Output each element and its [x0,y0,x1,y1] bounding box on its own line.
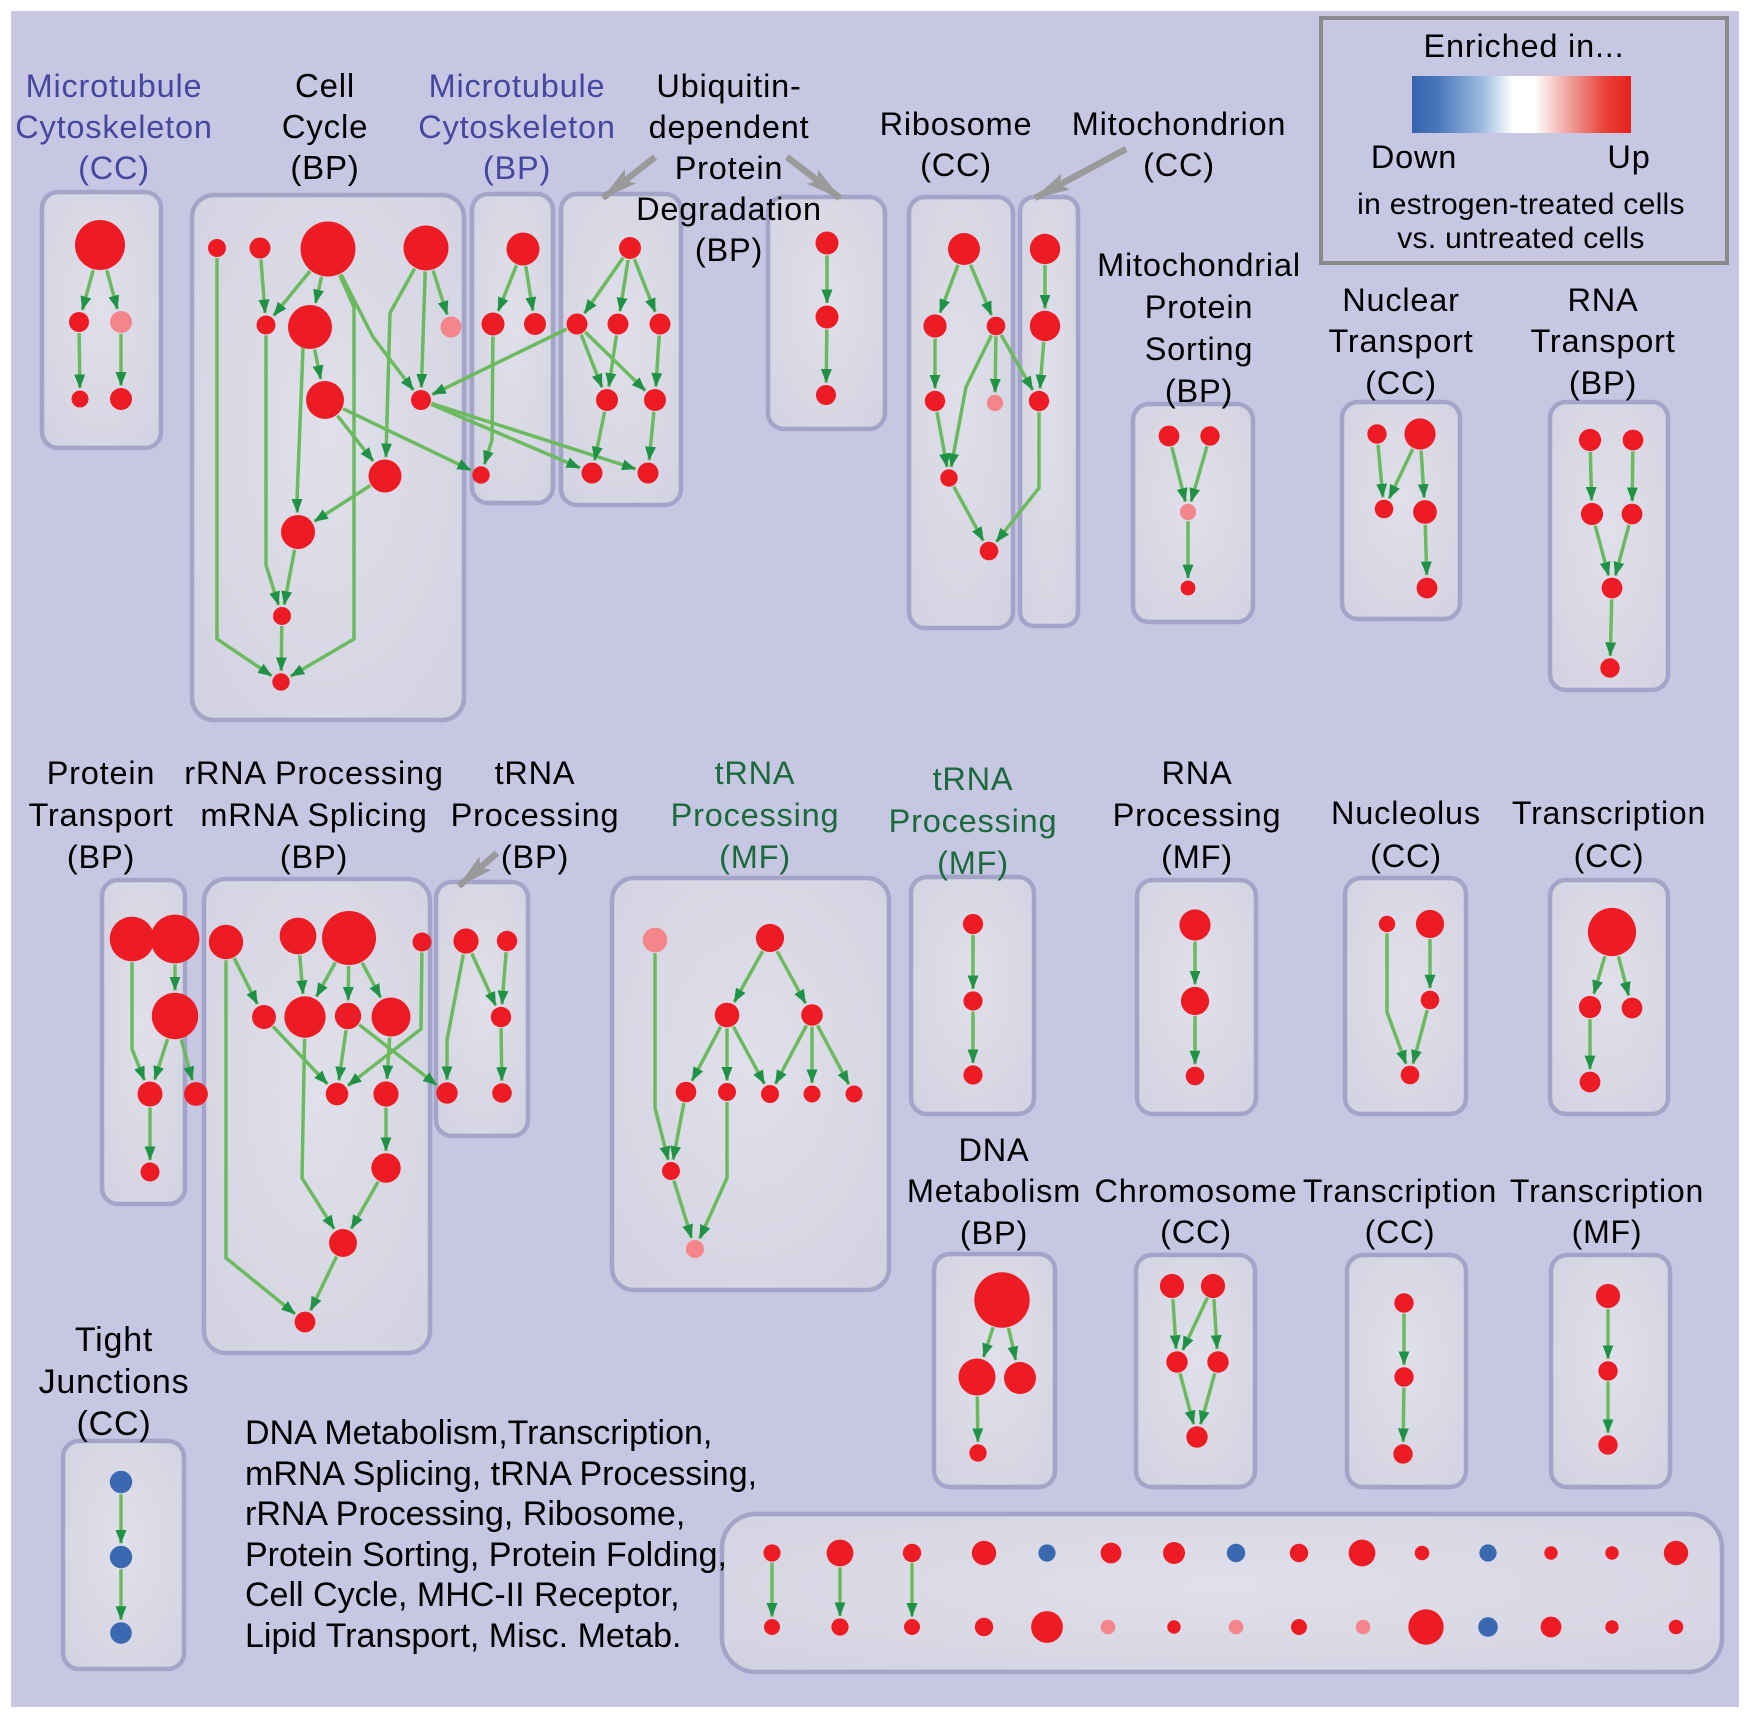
svg-text:Ubiquitin-: Ubiquitin- [656,68,801,104]
svg-text:Transport: Transport [1530,323,1675,359]
svg-text:RNA: RNA [1567,282,1638,318]
svg-text:Transcription: Transcription [1510,1173,1704,1209]
svg-text:(CC): (CC) [78,150,150,186]
svg-text:Cytoskeleton: Cytoskeleton [418,109,615,145]
svg-text:Transport: Transport [1328,323,1473,359]
svg-text:Enriched in...: Enriched in... [1424,28,1625,64]
svg-text:Junctions: Junctions [39,1363,190,1401]
svg-text:Degradation: Degradation [636,191,822,227]
svg-text:Protein Sorting, Protein Foldi: Protein Sorting, Protein Folding, [245,1536,727,1574]
svg-text:Mitochondrion: Mitochondrion [1072,106,1287,142]
svg-text:Up: Up [1607,139,1650,175]
svg-text:(CC): (CC) [1365,365,1437,401]
svg-text:(BP): (BP) [290,149,359,186]
svg-text:(BP): (BP) [1165,373,1233,409]
svg-text:(MF): (MF) [937,845,1009,881]
svg-text:rRNA Processing: rRNA Processing [184,755,443,791]
svg-text:Transport: Transport [28,797,173,833]
svg-text:Transcription: Transcription [1303,1173,1497,1209]
svg-text:vs. untreated cells: vs. untreated cells [1397,222,1645,255]
svg-text:Cell: Cell [295,67,355,104]
svg-text:(BP): (BP) [501,839,569,875]
svg-text:Metabolism: Metabolism [907,1173,1081,1209]
svg-text:Cell Cycle, MHC-II Receptor,: Cell Cycle, MHC-II Receptor, [245,1576,680,1614]
svg-text:tRNA: tRNA [715,755,796,791]
svg-text:Nuclear: Nuclear [1342,282,1460,318]
svg-text:Processing: Processing [1113,797,1282,833]
svg-text:DNA: DNA [958,1132,1029,1168]
svg-text:Protein: Protein [47,755,156,791]
svg-text:(CC): (CC) [1574,838,1645,874]
svg-text:Ribosome: Ribosome [880,106,1033,142]
svg-text:(CC): (CC) [1143,147,1215,183]
svg-text:in estrogen-treated cells: in estrogen-treated cells [1357,188,1685,221]
svg-text:tRNA: tRNA [933,761,1014,797]
svg-text:Microtubule: Microtubule [429,68,606,104]
svg-text:(BP): (BP) [280,839,348,875]
svg-text:dependent: dependent [649,109,810,145]
svg-text:(CC): (CC) [77,1405,152,1443]
svg-text:Protein: Protein [1145,289,1254,325]
svg-text:rRNA Processing, Ribosome,: rRNA Processing, Ribosome, [245,1495,685,1533]
svg-text:Microtubule: Microtubule [26,68,203,104]
svg-text:Sorting: Sorting [1145,331,1254,367]
svg-text:Lipid Transport, Misc. Metab.: Lipid Transport, Misc. Metab. [245,1617,682,1655]
svg-text:Cycle: Cycle [282,108,369,145]
svg-text:(BP): (BP) [67,839,135,875]
svg-text:(MF): (MF) [1161,839,1233,875]
svg-text:mRNA Splicing, tRNA Processing: mRNA Splicing, tRNA Processing, [245,1455,757,1493]
svg-text:Mitochondrial: Mitochondrial [1097,247,1301,283]
svg-text:(CC): (CC) [1370,838,1442,874]
svg-text:(MF): (MF) [719,839,791,875]
svg-text:DNA Metabolism,Transcription,: DNA Metabolism,Transcription, [245,1414,712,1452]
svg-text:Transcription: Transcription [1512,795,1706,831]
svg-text:(CC): (CC) [1160,1214,1232,1250]
svg-text:Processing: Processing [671,797,840,833]
svg-text:(BP): (BP) [1569,365,1637,401]
svg-text:mRNA Splicing: mRNA Splicing [200,797,427,833]
svg-text:(BP): (BP) [695,232,763,268]
svg-text:Cytoskeleton: Cytoskeleton [15,109,212,145]
svg-text:Tight: Tight [75,1321,153,1359]
svg-text:(BP): (BP) [960,1215,1028,1251]
svg-text:RNA: RNA [1161,755,1232,791]
svg-text:Chromosome: Chromosome [1094,1173,1297,1209]
svg-text:tRNA: tRNA [495,755,576,791]
svg-text:(MF): (MF) [1572,1214,1643,1250]
svg-text:Nucleolus: Nucleolus [1331,795,1481,831]
svg-text:Down: Down [1371,139,1457,175]
svg-text:(CC): (CC) [920,147,992,183]
svg-text:Processing: Processing [889,803,1058,839]
svg-text:Processing: Processing [451,797,620,833]
svg-text:(CC): (CC) [1365,1214,1436,1250]
svg-text:Protein: Protein [675,150,784,186]
svg-text:(BP): (BP) [483,150,551,186]
